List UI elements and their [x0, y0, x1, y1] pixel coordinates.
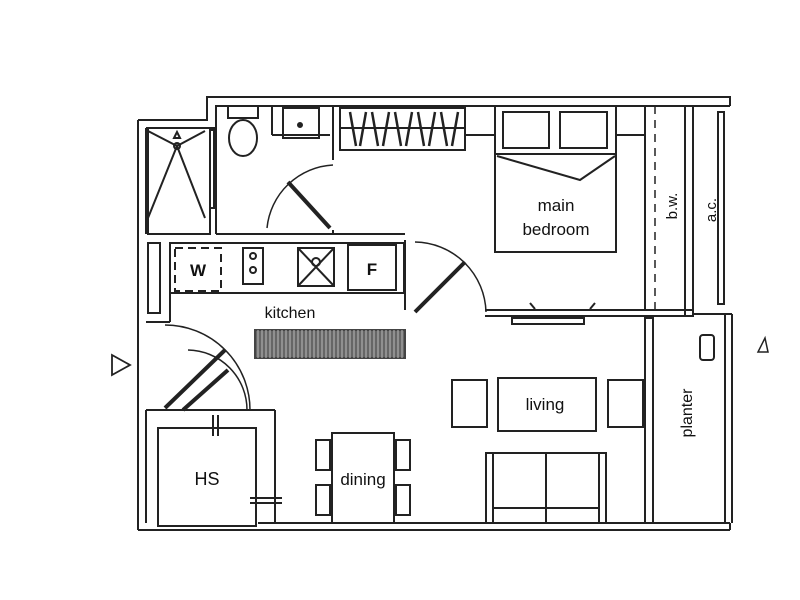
- label-washer: W: [190, 261, 207, 280]
- entrance-and-shelter: [111, 324, 282, 527]
- label-dining: dining: [340, 470, 385, 489]
- wardrobe: [339, 107, 466, 151]
- outer-walls: [137, 96, 731, 531]
- label-kitchen: kitchen: [265, 305, 316, 322]
- bedroom: [404, 105, 725, 325]
- label-bay-window: b.w.: [664, 193, 681, 220]
- label-main: main: [538, 196, 575, 215]
- dining-set: [315, 432, 411, 524]
- planter-area: [644, 313, 769, 524]
- label-bedroom: bedroom: [522, 220, 589, 239]
- label-living: living: [526, 395, 565, 414]
- label-aircon-ledge: a.c.: [703, 198, 720, 222]
- kitchen-area: [146, 242, 406, 359]
- label-household-shelter: HS: [194, 469, 219, 489]
- shower: [147, 127, 215, 235]
- living-furniture: [451, 377, 644, 524]
- label-planter: planter: [679, 388, 696, 438]
- label-fridge: F: [367, 260, 377, 279]
- bathroom: [215, 105, 405, 235]
